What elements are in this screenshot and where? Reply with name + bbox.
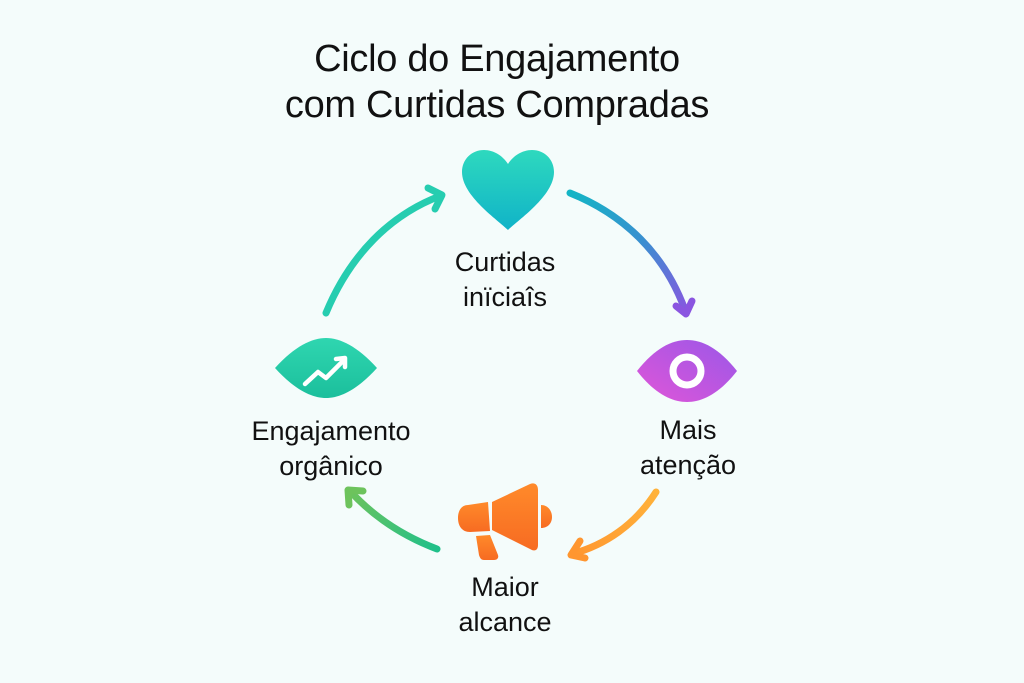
diagram-title: Ciclo do Engajamento com Curtidas Compra… [0,36,994,128]
node-label-mais-atencao: Mais atenção [640,413,736,483]
eye-icon [637,340,737,402]
arrow-curtidas-to-atencao [566,189,696,318]
megaphone-icon [458,483,552,560]
node-label-line-1: Maior [471,572,539,602]
arrow-engajamento-to-curtidas [322,184,446,317]
title-line-1: Ciclo do Engajamento [314,38,680,80]
node-label-line-1: Engajamento [251,416,411,446]
node-label-line-2: inïciaîs [462,282,548,312]
heart-icon [462,150,554,230]
node-label-line-2: atenção [639,450,737,480]
node-label-maior-alcance: Maior alcance [458,570,551,640]
title-line-2: com Curtidas Compradas [284,84,710,126]
node-label-line-1: Mais [659,415,717,445]
node-label-curtidas-iniciais: Curtidas inïciaîs [455,245,556,315]
arrow-atencao-to-alcance [567,488,660,562]
node-label-line-2: orgânico [279,451,383,481]
arrow-alcance-to-engajamento [344,486,441,553]
node-label-line-1: Curtidas [454,247,556,277]
node-label-engajamento-organico: Engajamento orgânico [251,414,410,484]
trending-up-icon [275,338,377,398]
node-label-line-2: alcance [458,607,552,637]
